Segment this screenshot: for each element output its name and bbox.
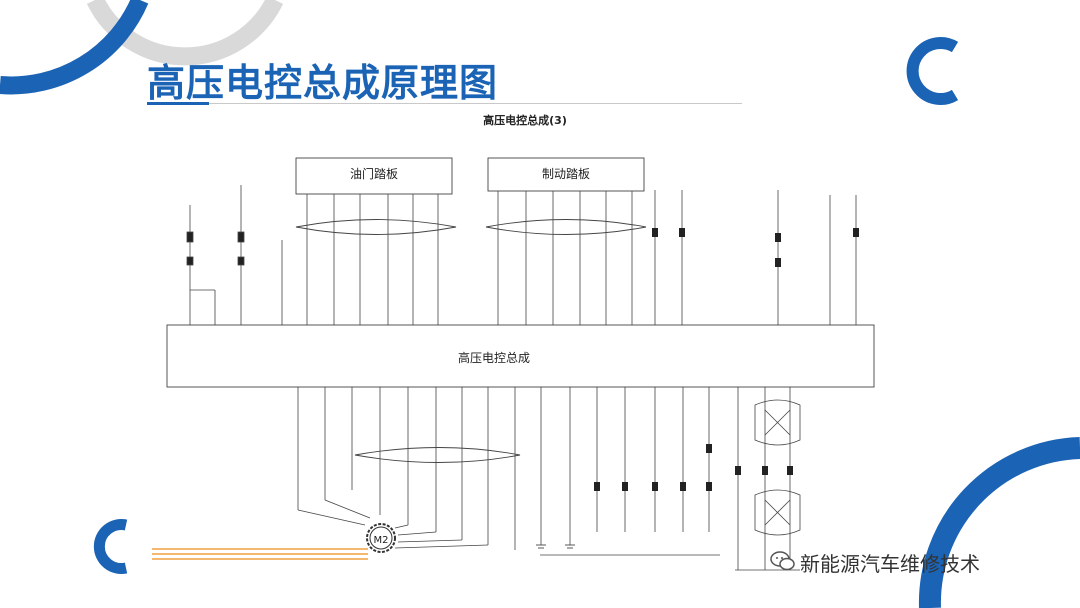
controller-label: 高压电控总成: [458, 350, 530, 365]
shield-lens-top-right: [485, 219, 647, 235]
small-blue-arc-bottom-left: [93, 519, 128, 574]
can-contacts: [735, 466, 793, 475]
slide-title: 高压电控总成原理图: [147, 61, 499, 105]
motor-m2: [366, 523, 396, 553]
throttle-pedal-box: [295, 157, 453, 195]
brake-wires: [497, 190, 857, 325]
title-divider: [147, 103, 742, 104]
controller-box: [166, 324, 875, 388]
brake-pedal-label: 制动踏板: [542, 167, 590, 181]
throttle-wires: [281, 194, 439, 325]
brake-pedal-box: [487, 157, 645, 192]
fuse-wires: [186, 185, 245, 325]
ground-symbols: [536, 544, 575, 549]
can-bus-twisted-pairs: [735, 387, 801, 571]
title-divider-accent: [147, 102, 209, 105]
motor-label: M2: [374, 535, 389, 546]
throttle-pedal-label: 油门踏板: [350, 166, 398, 181]
watermark-text: 新能源汽车维修技术: [800, 552, 980, 576]
bottom-contacts: [594, 444, 712, 491]
large-blue-arc-bottom-right: [918, 437, 1080, 608]
wechat-icon: [770, 551, 795, 571]
shield-lens-top-left: [295, 219, 457, 235]
blue-arc: [0, 0, 149, 95]
diagram-title: 高压电控总成(3): [483, 113, 567, 127]
bottom-wires: [297, 387, 720, 556]
brake-contacts: [652, 228, 859, 267]
shield-lens-bottom: [354, 447, 521, 463]
small-blue-arc-top-right: [906, 37, 959, 105]
gray-arc: [86, 0, 284, 66]
